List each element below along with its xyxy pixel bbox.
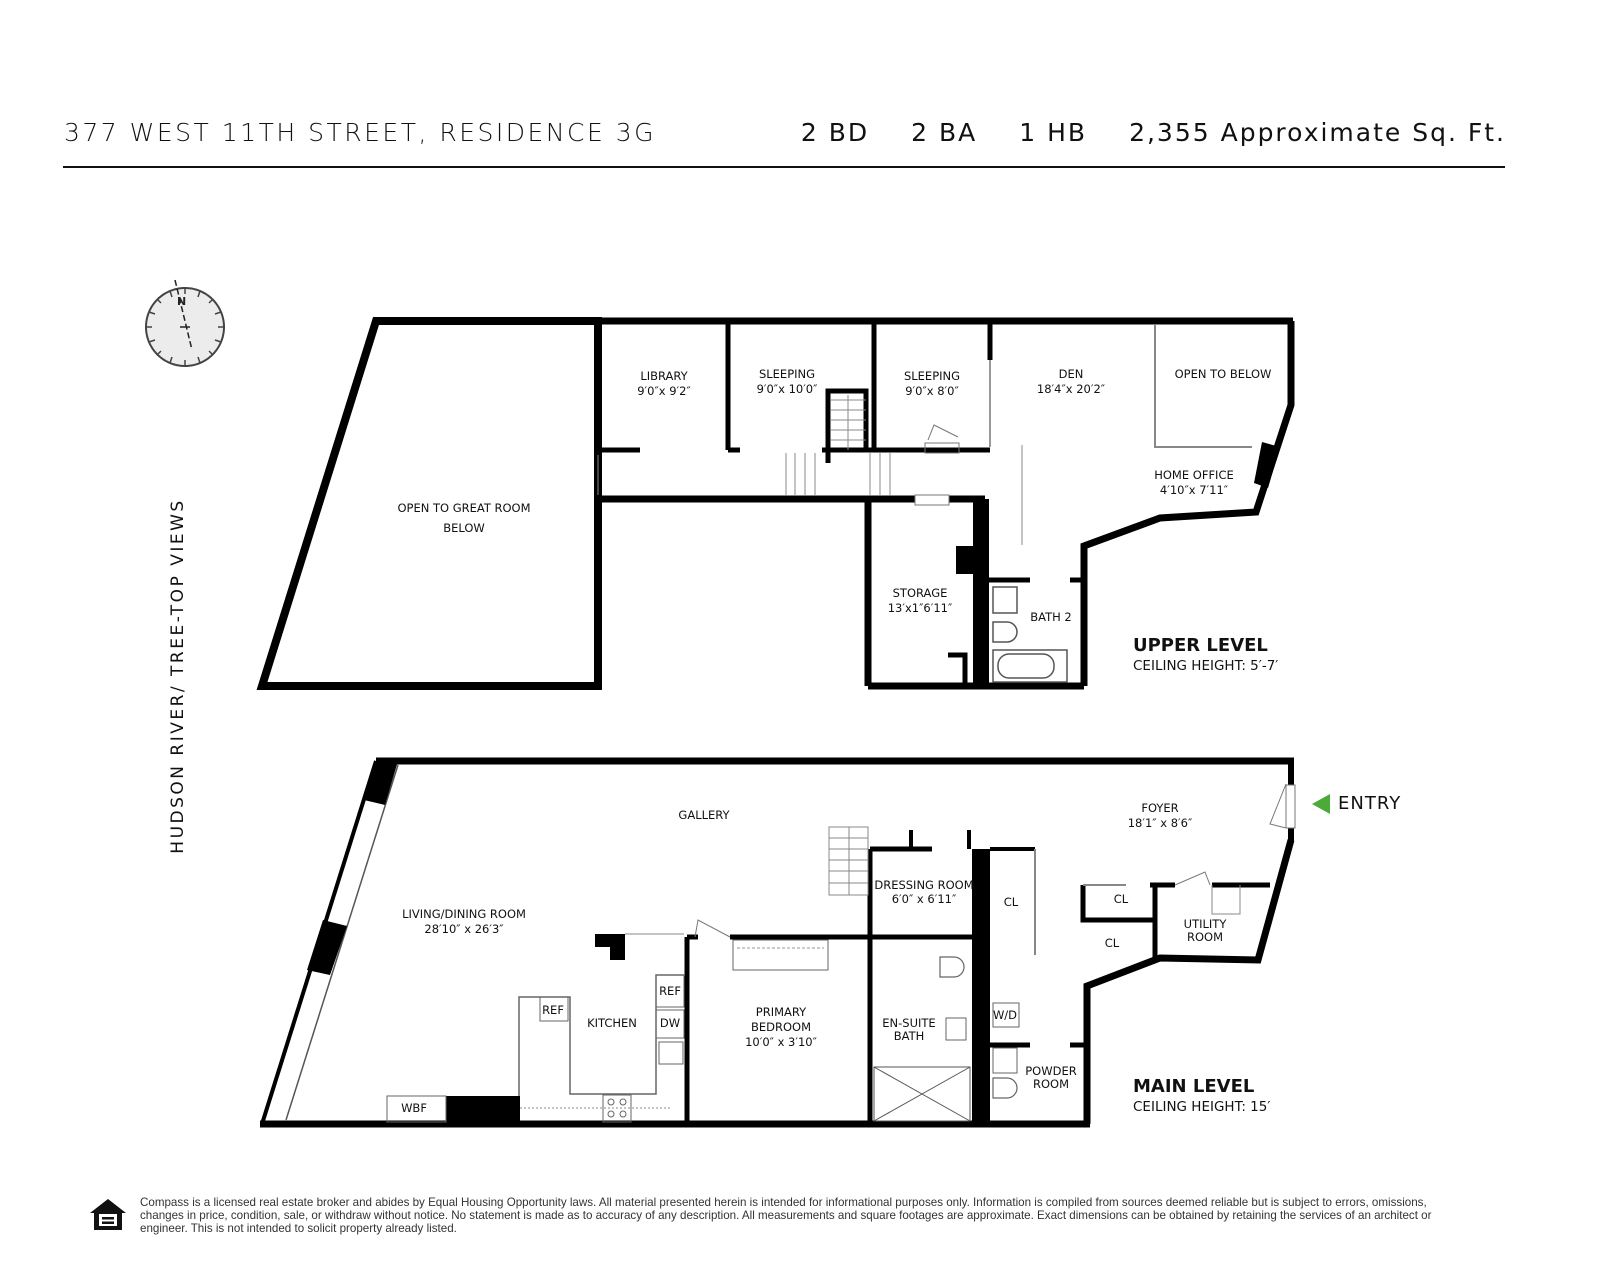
svg-text:SLEEPING: SLEEPING bbox=[904, 369, 960, 383]
main-level-title: MAIN LEVEL bbox=[1133, 1076, 1254, 1097]
stat-bathrooms: 2 BA bbox=[911, 118, 978, 147]
svg-text:HOME OFFICE: HOME OFFICE bbox=[1154, 468, 1234, 482]
svg-text:W/D: W/D bbox=[993, 1008, 1017, 1022]
svg-text:UTILITY: UTILITY bbox=[1184, 917, 1228, 931]
svg-text:BATH 2: BATH 2 bbox=[1030, 610, 1072, 624]
legal-disclaimer: Compass is a licensed real estate broker… bbox=[140, 1196, 1432, 1235]
svg-text:BELOW: BELOW bbox=[443, 521, 485, 535]
listing-stats: 2 BD 2 BA 1 HB 2,355 Approximate Sq. Ft. bbox=[801, 118, 1506, 147]
upper-level-title: UPPER LEVEL bbox=[1133, 635, 1268, 656]
stat-half-baths: 1 HB bbox=[1019, 118, 1088, 147]
svg-text:WBF: WBF bbox=[401, 1101, 427, 1115]
svg-text:CL: CL bbox=[1004, 895, 1019, 909]
svg-text:LIVING/DINING ROOM: LIVING/DINING ROOM bbox=[402, 907, 526, 921]
svg-text:DEN: DEN bbox=[1059, 367, 1084, 381]
main-level-labels: GALLERY FOYER 18′1″ x 8′6″ LIVING/DINING… bbox=[401, 801, 1270, 1115]
svg-text:18′4″x 20′2″: 18′4″x 20′2″ bbox=[1037, 382, 1106, 396]
entry-arrow-icon bbox=[1312, 793, 1330, 814]
equal-housing-icon bbox=[90, 1199, 126, 1230]
svg-text:KITCHEN: KITCHEN bbox=[587, 1016, 637, 1030]
main-level-plan bbox=[260, 757, 1296, 1128]
compass-icon: N bbox=[145, 279, 225, 367]
footer: Compass is a licensed real estate broker… bbox=[88, 1196, 1470, 1236]
svg-text:SLEEPING: SLEEPING bbox=[759, 367, 815, 381]
svg-text:DW: DW bbox=[660, 1016, 680, 1030]
svg-text:4′10″x 7′11″: 4′10″x 7′11″ bbox=[1160, 483, 1229, 497]
svg-text:CL: CL bbox=[1105, 936, 1120, 950]
stat-bedrooms: 2 BD bbox=[800, 118, 870, 147]
svg-text:10′0″ x 3′10″: 10′0″ x 3′10″ bbox=[745, 1035, 818, 1049]
svg-text:REF: REF bbox=[542, 1003, 564, 1017]
header-divider bbox=[63, 166, 1505, 168]
main-level-ceiling: CEILING HEIGHT: 15′ bbox=[1133, 1099, 1270, 1115]
svg-text:BEDROOM: BEDROOM bbox=[751, 1020, 811, 1034]
svg-text:EN-SUITE: EN-SUITE bbox=[882, 1016, 935, 1030]
svg-text:REF: REF bbox=[659, 984, 681, 998]
listing-address: 377 WEST 11TH STREET, RESIDENCE 3G bbox=[64, 118, 656, 147]
svg-text:FOYER: FOYER bbox=[1141, 801, 1178, 815]
svg-text:BATH: BATH bbox=[894, 1029, 925, 1043]
stat-square-feet: 2,355 Approximate Sq. Ft. bbox=[1129, 118, 1506, 147]
svg-text:STORAGE: STORAGE bbox=[893, 586, 948, 600]
svg-text:DRESSING ROOM: DRESSING ROOM bbox=[874, 878, 973, 892]
svg-text:OPEN TO GREAT ROOM: OPEN TO GREAT ROOM bbox=[397, 501, 530, 515]
upper-level-ceiling: CEILING HEIGHT: 5′-7′ bbox=[1133, 658, 1278, 674]
svg-text:6′0″ x 6′11″: 6′0″ x 6′11″ bbox=[892, 892, 957, 906]
svg-text:POWDER: POWDER bbox=[1025, 1064, 1076, 1078]
svg-text:ROOM: ROOM bbox=[1187, 930, 1223, 944]
upper-level-plan bbox=[256, 317, 1295, 690]
svg-text:9′0″x 10′0″: 9′0″x 10′0″ bbox=[757, 382, 819, 396]
svg-text:13′x1″6′11″: 13′x1″6′11″ bbox=[888, 601, 953, 615]
upper-level-labels: OPEN TO GREAT ROOM BELOW LIBRARY 9′0″x 9… bbox=[397, 367, 1278, 674]
svg-text:9′0″x 8′0″: 9′0″x 8′0″ bbox=[905, 384, 959, 398]
svg-text:28′10″ x 26′3″: 28′10″ x 26′3″ bbox=[424, 922, 504, 936]
svg-text:LIBRARY: LIBRARY bbox=[640, 369, 688, 383]
svg-text:GALLERY: GALLERY bbox=[678, 808, 730, 822]
svg-text:CL: CL bbox=[1114, 892, 1129, 906]
svg-text:ROOM: ROOM bbox=[1033, 1077, 1069, 1091]
svg-text:PRIMARY: PRIMARY bbox=[756, 1005, 807, 1019]
svg-text:OPEN TO BELOW: OPEN TO BELOW bbox=[1175, 367, 1272, 381]
svg-text:18′1″ x 8′6″: 18′1″ x 8′6″ bbox=[1128, 816, 1193, 830]
svg-text:9′0″x 9′2″: 9′0″x 9′2″ bbox=[637, 384, 691, 398]
entry-marker: ENTRY bbox=[1312, 793, 1401, 814]
entry-label: ENTRY bbox=[1338, 793, 1402, 814]
svg-text:N: N bbox=[177, 295, 186, 308]
